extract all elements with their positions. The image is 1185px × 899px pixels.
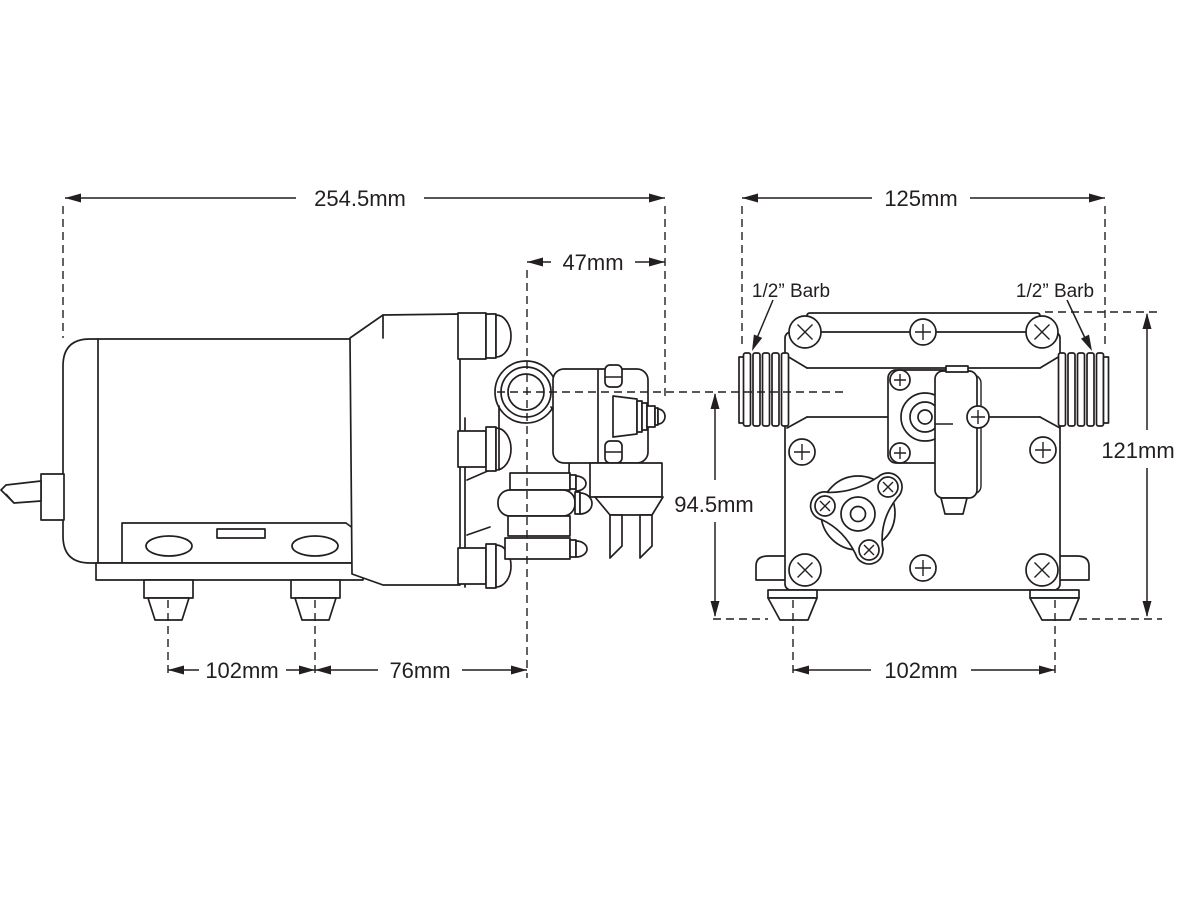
barb-fitting-right xyxy=(1057,352,1110,427)
barb-leader-left xyxy=(752,299,774,351)
slot-left xyxy=(145,535,193,557)
spade-terminal-left xyxy=(609,514,623,559)
slot-center xyxy=(216,528,266,539)
barb-label-left: 1/2” Barb xyxy=(752,281,830,302)
slot-right xyxy=(291,535,339,557)
dimension-overall-width: 125mm xyxy=(742,186,1105,211)
valve-plate-screws xyxy=(889,369,990,464)
barb-leader-right xyxy=(1066,299,1092,351)
motor-body xyxy=(62,338,350,564)
housing-screws-x xyxy=(788,315,1059,587)
cam-assembly xyxy=(809,472,903,565)
dim-foot-spacing-front-label: 102mm xyxy=(884,658,957,683)
dimension-centerline-height: 94.5mm xyxy=(674,393,754,617)
head-bolt-middle xyxy=(457,426,512,472)
dim-centerline-height-label: 94.5mm xyxy=(674,492,753,517)
switch-adjuster xyxy=(612,395,666,438)
dimension-overall-length: 254.5mm xyxy=(65,186,665,211)
dimension-foot-spacing-side: 102mm xyxy=(168,658,315,683)
dimension-overall-height: 121mm xyxy=(1101,313,1175,617)
dim-foot-to-port-label: 76mm xyxy=(389,658,450,683)
wing-tab-left xyxy=(755,555,786,581)
dimension-port-to-end: 47mm xyxy=(527,250,665,275)
dimension-foot-spacing-front: 102mm xyxy=(793,658,1055,683)
dim-overall-height-label: 121mm xyxy=(1101,438,1174,463)
rubber-feet-front xyxy=(767,589,1080,621)
housing-screws-plus xyxy=(788,318,1057,582)
wire-leads xyxy=(0,473,65,521)
outlet-fittings xyxy=(497,472,593,560)
extension-lines xyxy=(62,206,1162,678)
dim-port-to-end-label: 47mm xyxy=(562,250,623,275)
switch-screw-top xyxy=(604,364,623,388)
dim-overall-width-label: 125mm xyxy=(884,186,957,211)
pump-head xyxy=(349,312,666,589)
head-bolt-bottom xyxy=(457,543,512,589)
dim-overall-length-label: 254.5mm xyxy=(314,186,406,211)
front-view-pump xyxy=(738,299,1110,621)
rubber-feet-side xyxy=(143,579,341,621)
spade-terminal-right xyxy=(639,514,653,559)
dim-foot-spacing-side-label: 102mm xyxy=(205,658,278,683)
mounting-base xyxy=(95,522,466,588)
side-view-pump xyxy=(0,312,666,621)
head-bolt-top xyxy=(457,312,512,360)
barb-label-right: 1/2” Barb xyxy=(1016,281,1094,302)
dimension-foot-to-port: 76mm xyxy=(315,658,527,683)
barb-fitting-left xyxy=(738,352,790,427)
switch-base xyxy=(589,462,663,498)
bypass-housing xyxy=(934,365,982,515)
wing-tab-right xyxy=(1059,555,1090,581)
